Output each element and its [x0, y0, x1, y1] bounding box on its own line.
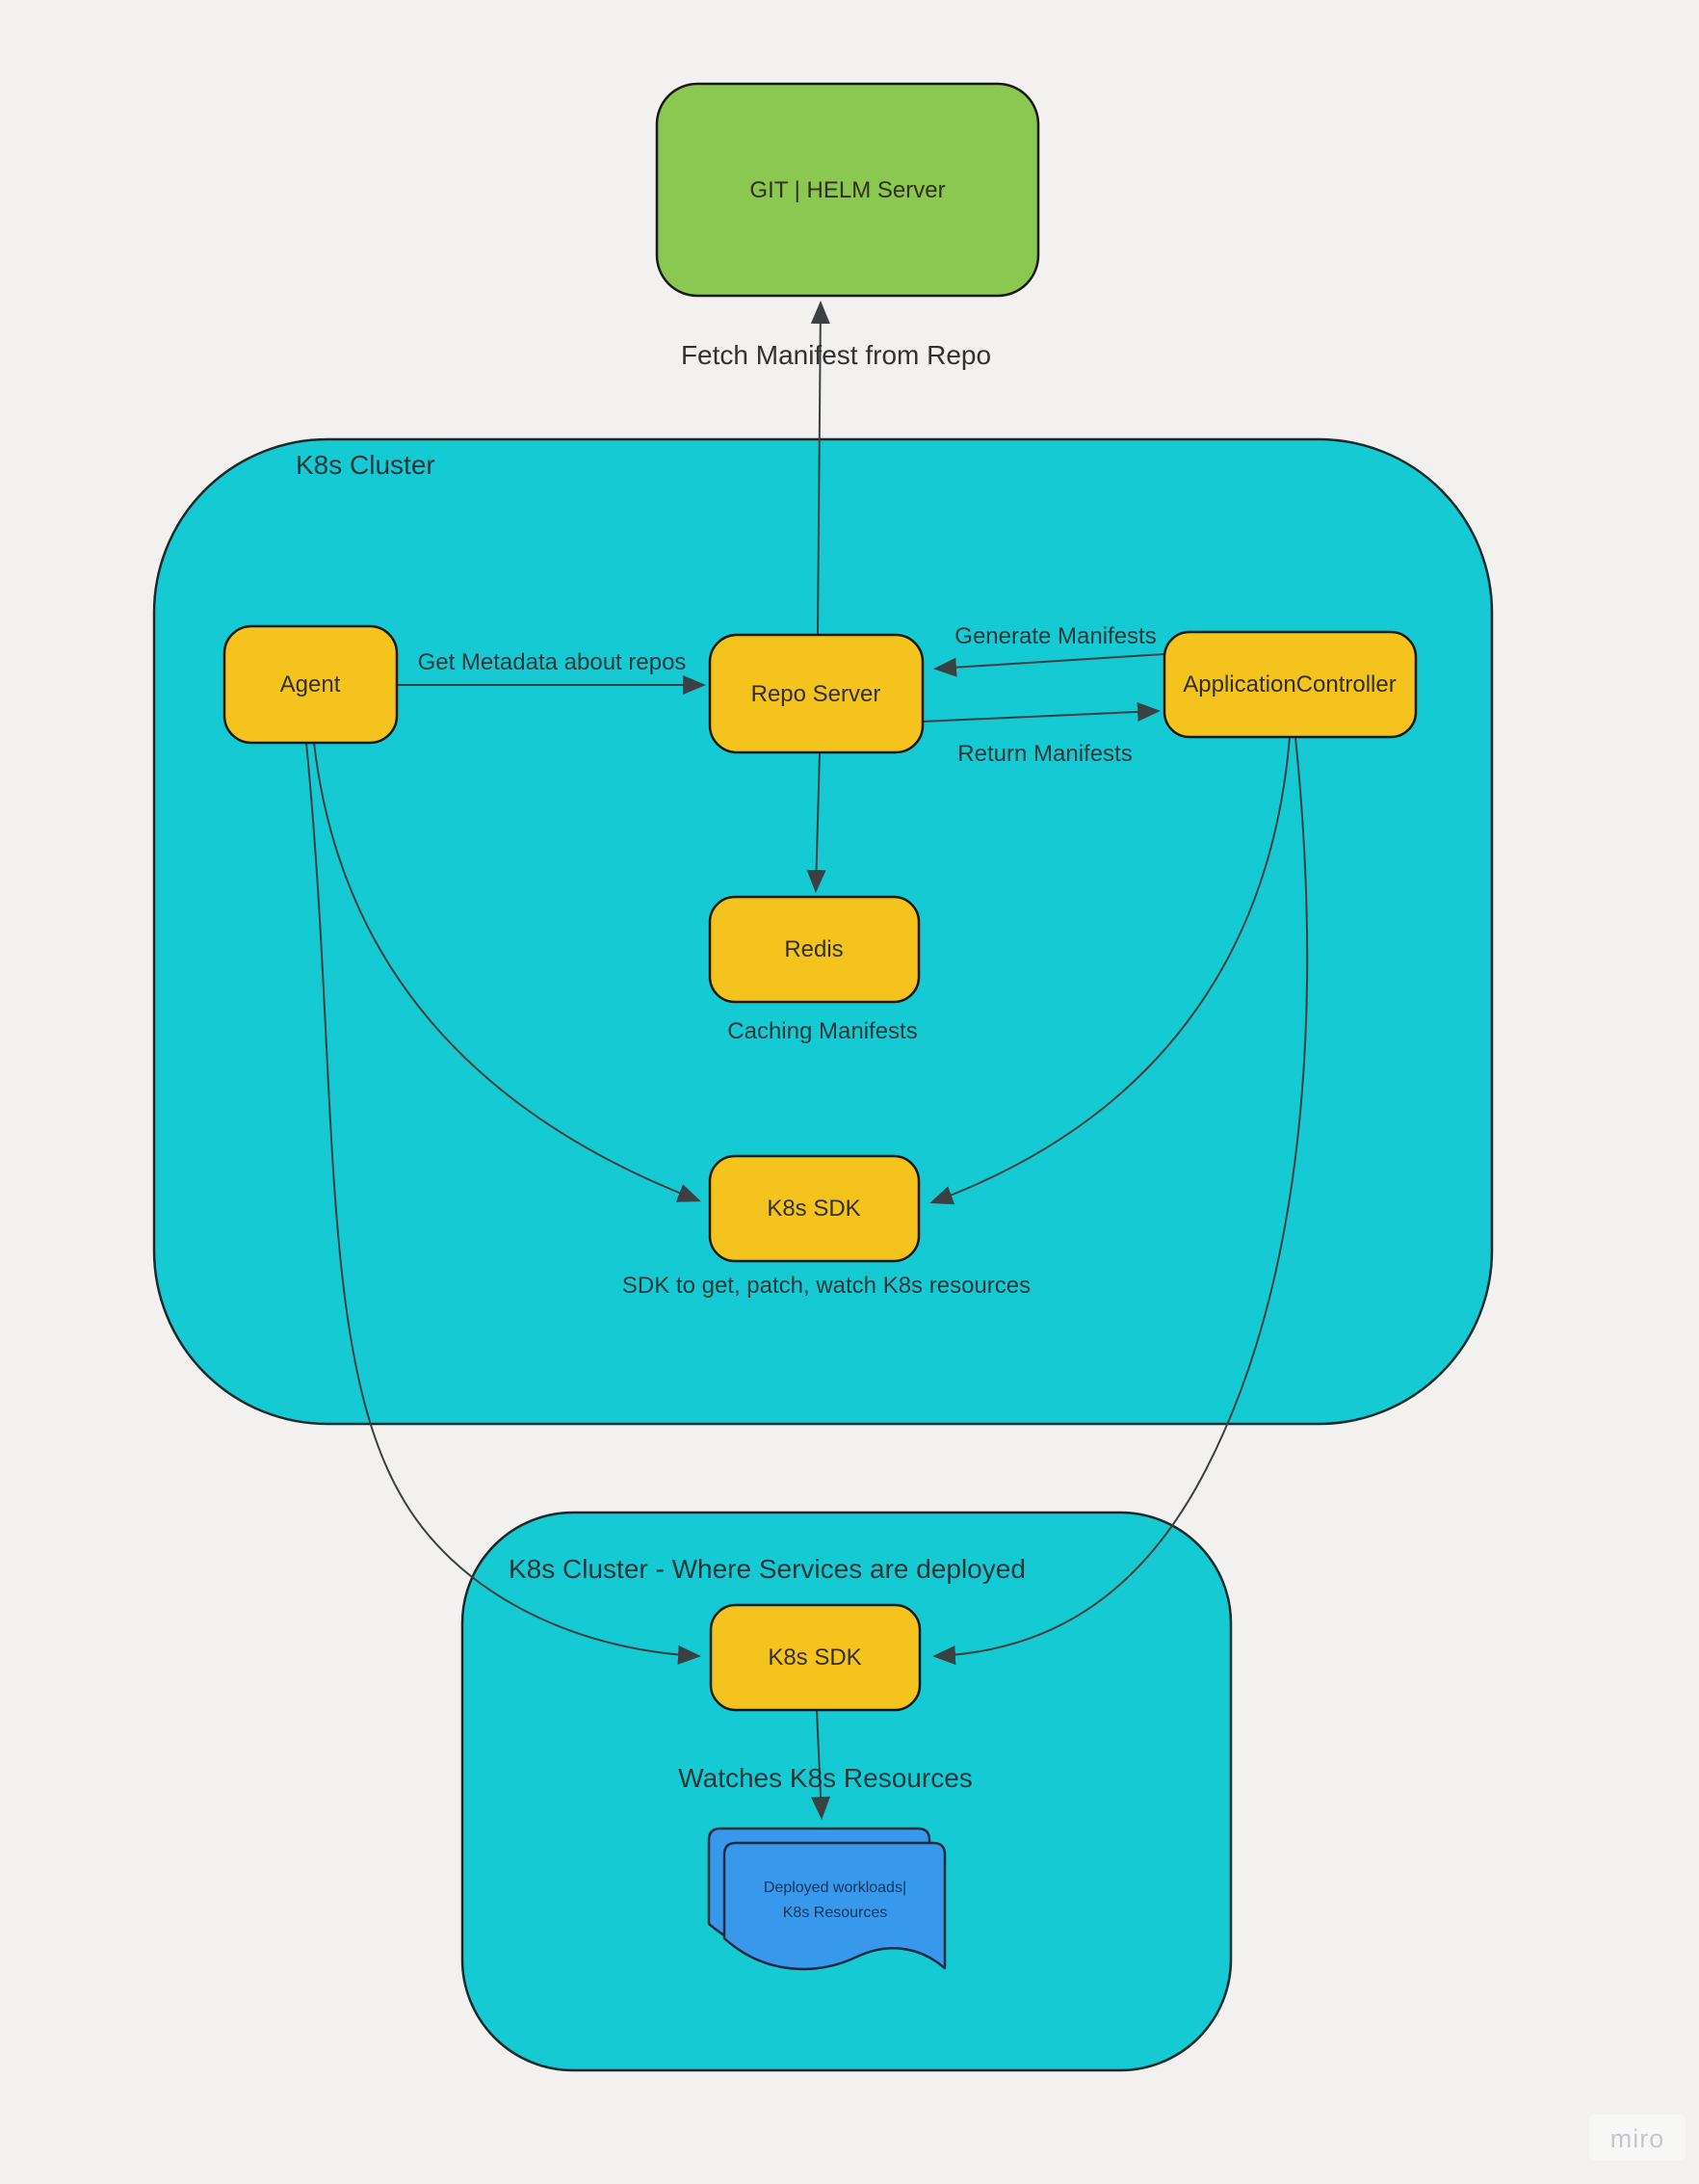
document-front-page[interactable] — [722, 1841, 947, 1971]
node-k8s-sdk-deploy-shape[interactable] — [709, 1603, 922, 1712]
label-return-manifests: Return Manifests — [957, 741, 1132, 767]
node-repo-server-label: Repo Server — [751, 681, 881, 707]
node-deployed-workloads-label-line1: Deployed workloads| — [764, 1880, 906, 1896]
node-redis[interactable]: Redis — [708, 895, 921, 1004]
edge-repo-server-to-appcontroller[interactable] — [921, 701, 1161, 723]
edge-appcontroller-to-k8s-sdk-main[interactable] — [929, 736, 1291, 1205]
edge-agent-to-k8s-sdk-deploy[interactable] — [305, 742, 701, 1665]
node-k8s-sdk-main-shape[interactable] — [708, 1154, 921, 1263]
node-git-helm-server-shape[interactable] — [655, 82, 1040, 298]
label-caching-manifests: Caching Manifests — [727, 1018, 917, 1044]
label-generate-manifests: Generate Manifests — [954, 623, 1156, 649]
miro-watermark: miro — [1589, 2115, 1686, 2161]
edge-repo-server-to-redis[interactable] — [806, 751, 826, 893]
node-git-helm-server[interactable]: GIT | HELM Server — [655, 82, 1040, 298]
node-k8s-sdk-deploy[interactable]: K8s SDK — [709, 1603, 922, 1712]
miro-watermark-box — [1589, 2115, 1686, 2161]
node-deployed-workloads[interactable]: Deployed workloads| K8s Resources — [707, 1827, 947, 1971]
node-k8s-sdk-deploy-label: K8s SDK — [768, 1645, 861, 1671]
node-repo-server[interactable]: Repo Server — [708, 633, 925, 754]
miro-watermark-label: miro — [1610, 2124, 1665, 2153]
node-application-controller-shape[interactable] — [1163, 630, 1418, 739]
label-watches-resources: Watches K8s Resources — [678, 1763, 973, 1793]
node-redis-shape[interactable] — [708, 895, 921, 1004]
node-redis-label: Redis — [784, 936, 843, 962]
edge-appcontroller-to-repo-server[interactable] — [933, 653, 1165, 677]
node-application-controller[interactable]: ApplicationController — [1163, 630, 1418, 739]
label-fetch-manifest: Fetch Manifest from Repo — [681, 340, 991, 370]
label-get-metadata: Get Metadata about repos — [418, 649, 687, 675]
node-git-helm-server-label: GIT | HELM Server — [749, 177, 945, 203]
edge-k8s-sdk-deploy-to-workloads[interactable] — [811, 1709, 831, 1820]
node-agent[interactable]: Agent — [222, 624, 399, 745]
edge-appcontroller-to-k8s-sdk-deploy[interactable] — [932, 736, 1309, 1666]
label-sdk-description: SDK to get, patch, watch K8s resources — [622, 1273, 1031, 1299]
edge-agent-to-k8s-sdk-main[interactable] — [313, 742, 701, 1202]
edge-repo-server-to-git[interactable] — [810, 301, 830, 636]
node-deployed-workloads-label-line2: K8s Resources — [783, 1905, 888, 1921]
node-repo-server-shape[interactable] — [708, 633, 925, 754]
cluster-k8s-deploy-label: K8s Cluster - Where Services are deploye… — [509, 1554, 1026, 1584]
node-agent-shape[interactable] — [222, 624, 399, 745]
cluster-k8s-main-label: K8s Cluster — [296, 450, 435, 480]
node-agent-label: Agent — [280, 671, 341, 697]
node-k8s-sdk-main-label: K8s SDK — [767, 1196, 860, 1222]
node-k8s-sdk-main[interactable]: K8s SDK — [708, 1154, 921, 1263]
node-application-controller-label: ApplicationController — [1183, 671, 1396, 697]
